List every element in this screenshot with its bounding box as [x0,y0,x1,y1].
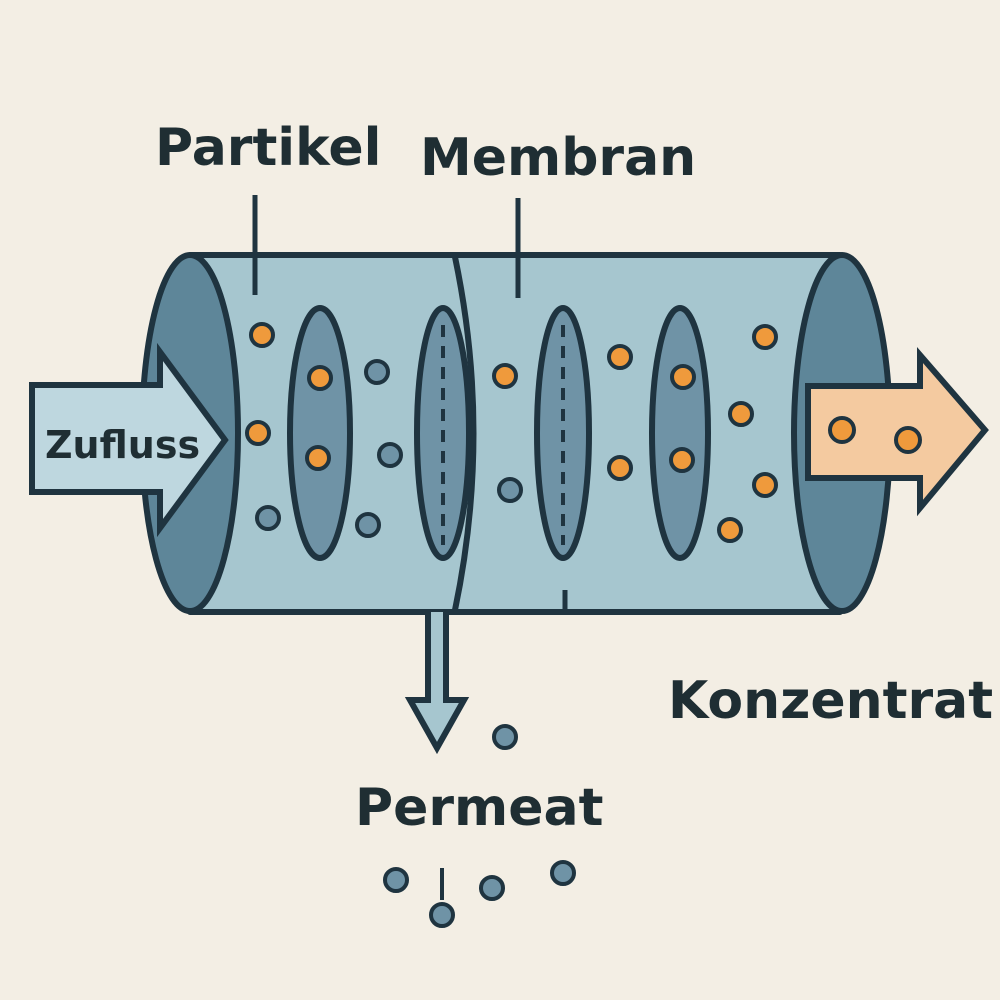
large-particle [492,363,518,389]
large-particle [894,426,922,454]
large-particle [728,401,754,427]
small-particle [479,875,505,901]
arrow-right-icon [805,346,989,517]
small-particle [377,442,403,468]
large-particle [752,324,778,350]
large-particle [607,455,633,481]
membrane-disc [649,305,711,561]
permeate-outlet [383,612,576,928]
inflow-arrow: Zufluss [29,342,229,538]
large-particle [305,445,331,471]
arrow-down-icon [404,612,470,755]
inflow-label: Zufluss [45,423,200,467]
small-particle [383,867,409,893]
tube-segment-divider [452,256,477,611]
concentrate-arrow [805,346,989,517]
arrow-right-icon [29,342,229,538]
large-particle [828,416,856,444]
membranes [287,305,711,561]
small-particle [492,724,518,750]
concentrate-label: Konzentrat [668,671,993,731]
large-particle [307,365,333,391]
large-particle [669,447,695,473]
large-particle [249,322,275,348]
large-particle [670,364,696,390]
particles-label: Partikel [155,118,381,178]
membrane-label: Membran [420,128,696,188]
large-particle [245,420,271,446]
large-particle [717,517,743,543]
small-particle [355,512,381,538]
small-particle [429,902,455,928]
small-particle [550,860,576,886]
small-particle [364,359,390,385]
large-particle [607,344,633,370]
large-particle [752,472,778,498]
membrane-disc [287,305,353,561]
small-particle [255,505,281,531]
permeate-label: Permeat [355,778,603,838]
particles [245,322,778,543]
small-particle [497,477,523,503]
